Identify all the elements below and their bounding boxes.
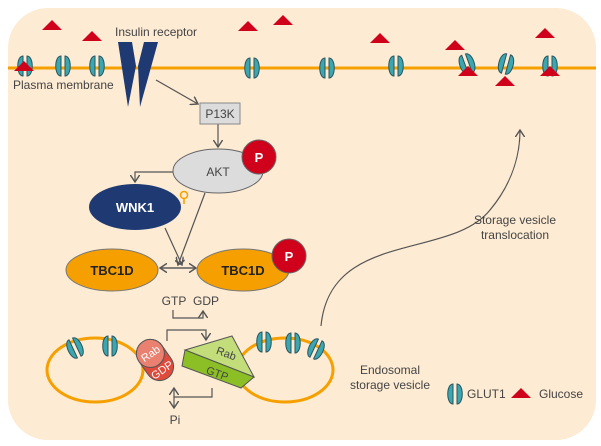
tbc1d-left-label: TBC1D (90, 263, 133, 278)
legend-glut1-label: GLUT1 (467, 387, 506, 401)
pi3k-label: P13K (205, 107, 234, 121)
tbc1d-phospho-label: P (285, 249, 294, 264)
pi3k-box (199, 102, 241, 125)
tbc1d-inactive-node (65, 248, 159, 292)
wnk1-node (89, 184, 181, 230)
rab-gdp-complex: Rab GDP (135, 338, 176, 382)
endosomal-label-line2: storage vesicle (350, 378, 430, 392)
left-vesicle (45, 336, 145, 404)
endosomal-label-line1: Endosomal (360, 363, 420, 377)
wnk1-label: WNK1 (116, 200, 154, 215)
question-key-icon (179, 190, 189, 204)
translocation-label-line2: translocation (481, 228, 549, 242)
tbc1d-right-label: TBC1D (221, 263, 264, 278)
akt-label: AKT (206, 165, 230, 179)
akt-phospho-badge (241, 139, 277, 175)
legend: GLUT1 Glucose (447, 383, 583, 405)
gdp-label: GDP (193, 294, 219, 308)
legend-glucose-label: Glucose (539, 387, 583, 401)
plasma-membrane-label: Plasma membrane (13, 78, 114, 92)
translocation-label-line1: Storage vesicle (474, 213, 556, 227)
rab-gtp-complex: Rab GTP (181, 335, 256, 389)
tbc1d-phospho-badge (271, 238, 307, 274)
pi-label: Pi (170, 413, 181, 427)
akt-phospho-label: P (255, 150, 264, 165)
insulin-receptor (118, 42, 158, 107)
insulin-receptor-label: Insulin receptor (115, 25, 197, 39)
gtp-label: GTP (162, 294, 187, 308)
cell-background (8, 8, 596, 440)
